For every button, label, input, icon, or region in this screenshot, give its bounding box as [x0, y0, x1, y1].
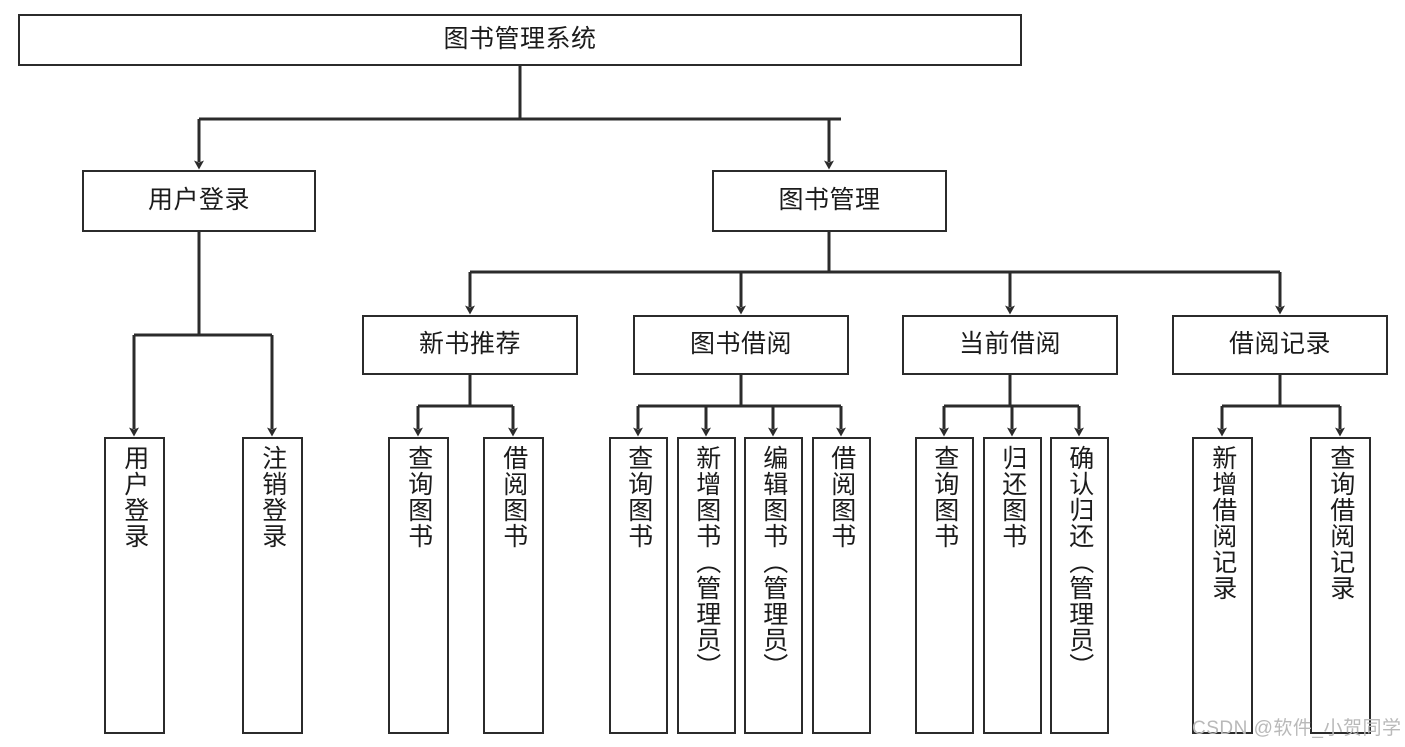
node-leaf-user-login[interactable]: 用户登录: [104, 437, 165, 734]
node-label: 当前借阅: [958, 330, 1061, 359]
node-label: 新增图书（管理员）: [692, 445, 721, 679]
node-leaf-query-book-borrow[interactable]: 查询图书: [609, 437, 668, 734]
node-leaf-return-book[interactable]: 归还图书: [983, 437, 1042, 734]
node-root[interactable]: 图书管理系统: [18, 14, 1022, 66]
node-level3-book-borrow[interactable]: 图书借阅: [633, 315, 849, 375]
node-level3-new-book-recommend[interactable]: 新书推荐: [362, 315, 578, 375]
node-label: 归还图书: [998, 445, 1027, 549]
node-label: 确认归还（管理员）: [1065, 445, 1094, 679]
node-label: 新增借阅记录: [1208, 445, 1237, 601]
node-leaf-query-borrow-record[interactable]: 查询借阅记录: [1310, 437, 1371, 734]
node-leaf-edit-book-admin[interactable]: 编辑图书（管理员）: [744, 437, 803, 734]
node-level3-current-borrow[interactable]: 当前借阅: [902, 315, 1118, 375]
node-level2-book-management[interactable]: 图书管理: [712, 170, 947, 232]
node-label: 借阅图书: [827, 445, 856, 549]
node-label: 新书推荐: [418, 330, 521, 359]
node-leaf-query-book-recommend[interactable]: 查询图书: [388, 437, 449, 734]
node-leaf-logout[interactable]: 注销登录: [242, 437, 303, 734]
node-leaf-borrow-book-recommend[interactable]: 借阅图书: [483, 437, 544, 734]
node-label: 用户登录: [147, 186, 250, 215]
node-label: 借阅图书: [499, 445, 528, 549]
node-label: 图书管理系统: [443, 25, 597, 54]
node-leaf-confirm-return-admin[interactable]: 确认归还（管理员）: [1050, 437, 1109, 734]
node-leaf-add-book-admin[interactable]: 新增图书（管理员）: [677, 437, 736, 734]
node-label: 编辑图书（管理员）: [759, 445, 788, 679]
node-label: 查询图书: [404, 445, 433, 549]
csdn-watermark: CSDN @软件_小贺同学: [1192, 718, 1402, 739]
node-label: 借阅记录: [1228, 330, 1331, 359]
node-leaf-query-book-current[interactable]: 查询图书: [915, 437, 974, 734]
node-level3-borrow-record[interactable]: 借阅记录: [1172, 315, 1388, 375]
node-label: 查询图书: [930, 445, 959, 549]
node-label: 图书借阅: [689, 330, 792, 359]
node-leaf-borrow-book[interactable]: 借阅图书: [812, 437, 871, 734]
node-level2-user-login[interactable]: 用户登录: [82, 170, 316, 232]
node-label: 查询借阅记录: [1326, 445, 1355, 601]
node-label: 用户登录: [120, 445, 149, 549]
node-leaf-add-borrow-record[interactable]: 新增借阅记录: [1192, 437, 1253, 734]
node-label: 注销登录: [258, 445, 287, 549]
node-label: 查询图书: [624, 445, 653, 549]
node-label: 图书管理: [778, 186, 881, 215]
